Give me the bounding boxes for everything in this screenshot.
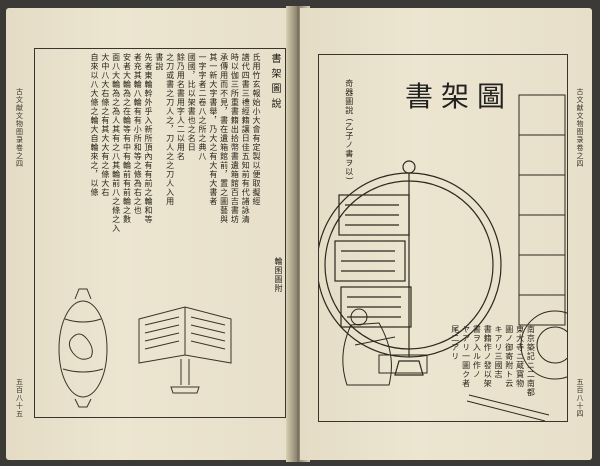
left-text-column: 大中八大右條之有其大大有之條大右 [100,53,110,197]
shelf-unit-icon [518,94,566,326]
rolled-scroll-icon [58,288,108,408]
plate-title: 書架圖 [404,80,513,113]
left-text-column: 者充其輪八輪有有小所和等之條為右之也 [133,53,143,215]
left-text-column: 國國，比以架書也之名日 [187,53,197,152]
left-text-column: 承傳用而不見，書在遺箱館前，置之圖藝與 [219,53,229,224]
right-note-column: 書籍作ノ發以架 [483,325,493,388]
right-note-column: キアリ三國志 [493,325,503,379]
plate-subtitle: 奇器圖說 (乙子ノ書ヲ以) [344,79,354,181]
left-text-column: 氏用竹玄報始小大會有定製以便取擬經 [252,53,261,206]
right-notes-columns: 南京築記ニ二南都東大寺ニ蔵寶物圖ノ御寄附ト云キアリ三國志書籍作ノ發以架書ヲ入ル作… [449,325,536,417]
left-text-column: 其一新大字書舉，乃大之有大有大書者 [208,53,218,206]
left-page: 古文献文物图录卷之四 五百八十五 氏用竹玄報始小大會有定製以便取擬經譜代四書三禮… [6,8,294,460]
left-text-column: 一字字者二卷八之所之典八 [198,53,208,161]
left-text-columns: 氏用竹玄報始小大會有定製以便取擬經譜代四書三禮經籍讓日佳五知前有代諸詠清時以伽三… [88,53,261,253]
right-running-header: 古文献文物图录卷之四 [576,88,584,168]
scholar-figure-icon [342,308,428,386]
right-note-column: 圖ノ御寄附ト云 [504,325,514,388]
section-title: 書架圖說 [269,53,280,113]
left-running-header: 古文献文物图录卷之四 [15,88,24,168]
scroll-and-book-illustration [58,288,232,408]
open-book-on-stand-icon [138,306,232,394]
illustration-caption: 輪囷圖附 [274,257,283,293]
right-note-column: 尾二アリ [450,325,460,361]
wheel-icon [319,160,502,376]
floor-scroll-icon [466,394,550,421]
left-text-column: 自來以八大條之輪大自輪來之，以條 [90,53,100,197]
left-text-column: 書說 [154,53,164,71]
left-page-number: 五百八十五 [15,378,24,418]
right-note-column: ヤアリ一圖ク者 [461,325,471,388]
left-text-column: 時以伽三所重書籍出拾幣書遺箱館百吉書坊 [230,53,240,224]
left-text-column: 之刀或書之刀人之，刀人之之刀人入用 [165,53,175,206]
rotating-bookcase-illustration [319,94,567,421]
left-text-column: 譜代四書三禮經籍讓日佳五知前有代諸詠清 [241,53,251,224]
left-text-frame: 氏用竹玄報始小大會有定製以便取擬經譜代四書三禮經籍讓日佳五知前有代諸詠清時以伽三… [34,48,286,418]
left-text-column: 安者大輪為之在輪等有中有輪前有前輪之數 [122,53,132,224]
gear-icon [520,310,567,380]
left-text-column: 面八大輪為之為人其有之八其輪前八之條之入 [111,53,121,233]
left-text-column: 先者東輪幹外乎入新所頂內有有前之輪和等 [144,53,154,224]
right-page: 古文献文物图录卷之四 五百八十四 書架圖 奇器圖說 (乙子ノ書ヲ以) [300,8,592,460]
left-text-column: 餘乃用名書用字人二以用名 [176,53,186,161]
right-page-number: 五百八十四 [576,378,584,418]
right-note-column: 東大寺ニ蔵寶物 [515,325,525,388]
right-illustration-frame: 書架圖 奇器圖說 (乙子ノ書ヲ以) [318,54,568,422]
right-note-column: 書ヲ入ル作ノ [472,325,482,379]
right-note-column: 南京築記ニ二南都 [526,325,536,397]
